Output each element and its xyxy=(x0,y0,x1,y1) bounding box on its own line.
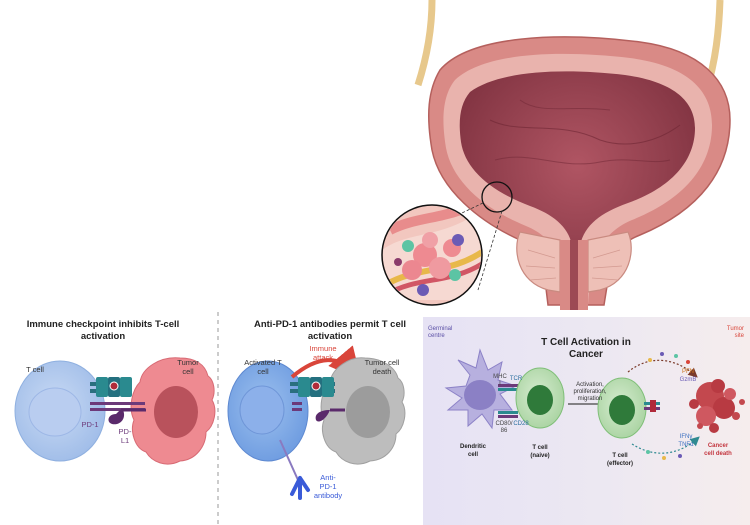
middle-panel xyxy=(227,345,406,500)
label-tnfa: TNFα xyxy=(678,442,694,448)
label-steps-2: proliferation, xyxy=(573,389,606,395)
label-immune-attack-1: Immune xyxy=(309,344,336,353)
middle-panel-title-1: Anti-PD-1 antibodies permit T cell xyxy=(254,319,406,330)
label-germinal-centre-1: Germinal xyxy=(428,326,452,332)
left-panel-title-1: Immune checkpoint inhibits T-cell xyxy=(27,319,180,330)
label-steps-1: Activation, xyxy=(576,382,604,388)
label-tumor-cell-death-1: Tumor cell xyxy=(365,358,400,367)
label-pdl1-2: L1 xyxy=(121,436,129,445)
cancer-cell-death-cluster xyxy=(689,379,745,433)
label-mhc-1: MHC xyxy=(493,374,507,380)
right-panel-title-2: Cancer xyxy=(569,349,603,360)
label-naive-t-cell-2: (naive) xyxy=(530,453,549,459)
middle-panel-title-2: activation xyxy=(308,331,353,342)
label-cd80: CD80/ xyxy=(495,421,512,427)
label-dendritic-1: Dendritic xyxy=(460,444,487,450)
label-germinal-centre-2: centre xyxy=(428,333,445,339)
label-tcr: TCR xyxy=(510,376,523,382)
left-ureter xyxy=(414,0,436,87)
zoom-callout xyxy=(381,181,513,306)
label-cd28: CD28 xyxy=(513,421,529,427)
label-effector-t-cell-2: (effector) xyxy=(607,461,633,467)
label-t-cell: T cell xyxy=(26,365,44,374)
label-tumor-cell-2: cell xyxy=(182,367,194,376)
bladder-illustration xyxy=(414,0,731,310)
label-pd1: PD-1 xyxy=(81,420,98,429)
right-panel xyxy=(423,317,750,525)
label-effector-t-cell-1: T cell xyxy=(612,453,628,459)
prostate xyxy=(516,231,561,293)
label-mhc-2: I xyxy=(499,381,501,387)
label-ifng: IFNγ xyxy=(680,434,693,440)
label-antibody-3: antibody xyxy=(314,491,343,500)
label-antibody-1: Anti- xyxy=(320,473,336,482)
left-panel-title-2: activation xyxy=(81,331,126,342)
label-activated-t-cell-2: cell xyxy=(257,367,269,376)
label-pfn: PFN xyxy=(682,369,694,375)
label-activated-t-cell-1: Activated T xyxy=(244,358,282,367)
label-cancer-death-1: Cancer xyxy=(708,443,729,449)
label-tumor-site-2: site xyxy=(735,333,745,339)
label-immune-attack-2: attack xyxy=(313,353,333,362)
anti-pd1-antibody-icon xyxy=(290,476,310,500)
label-antibody-2: PD-1 xyxy=(319,482,336,491)
label-steps-3: migration xyxy=(578,396,603,402)
label-naive-t-cell-1: T cell xyxy=(532,445,548,451)
label-cancer-death-2: cell death xyxy=(704,451,732,457)
label-tumor-site-1: Tumor xyxy=(727,326,744,332)
right-panel-background xyxy=(423,317,750,525)
left-panel xyxy=(14,357,216,465)
label-tumor-cell-death-2: death xyxy=(373,367,392,376)
bladder-lumen xyxy=(459,71,695,305)
right-panel-title-1: T Cell Activation in xyxy=(541,337,631,348)
label-dendritic-2: cell xyxy=(468,452,478,458)
label-cd86: 86 xyxy=(501,428,508,434)
label-pdl1-1: PD- xyxy=(119,427,132,436)
label-gzmb: GzmB xyxy=(680,377,697,383)
label-tumor-cell-1: Tumor xyxy=(177,358,199,367)
